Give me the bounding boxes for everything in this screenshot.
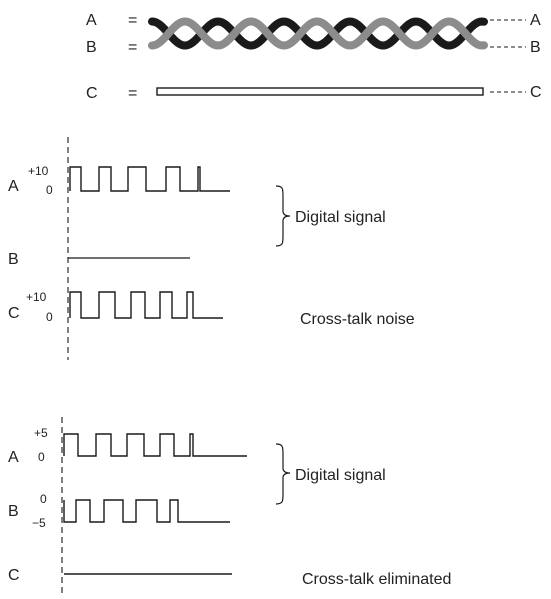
signal-b2-low-level: −5 — [32, 516, 46, 530]
panel-unbalanced: A +10 0 B Digital signal C +10 0 Cross-t… — [8, 137, 415, 360]
digital-signal-brace-2 — [275, 443, 291, 505]
signal-c-waveform — [69, 291, 223, 319]
signal-b-label: B — [8, 251, 19, 268]
wire-a-strand — [148, 17, 488, 50]
signal-c-low-level: 0 — [46, 310, 53, 324]
wire-b-equals: = — [128, 39, 137, 56]
signal-a2-low-level: 0 — [38, 450, 45, 464]
signal-b2-label: B — [8, 503, 19, 520]
signal-a-label: A — [8, 178, 19, 195]
signal-c2-label: C — [8, 567, 20, 584]
signal-c-high-level: +10 — [26, 290, 47, 304]
digital-signal-brace — [275, 185, 291, 247]
signal-b2-waveform — [63, 499, 230, 523]
signal-a2-high-level: +5 — [34, 426, 48, 440]
wire-a-label: A — [86, 12, 97, 29]
digital-signal-caption-2: Digital signal — [295, 467, 386, 484]
signal-b2-high-level: 0 — [40, 492, 47, 506]
wire-a-end-label: A — [530, 12, 541, 29]
signal-c-label: C — [8, 305, 20, 322]
cross-talk-eliminated-caption: Cross-talk eliminated — [302, 571, 451, 588]
wire-c-label: C — [86, 85, 98, 102]
signal-a-low-level: 0 — [46, 183, 53, 197]
digital-signal-caption: Digital signal — [295, 209, 386, 226]
wire-c-equals: = — [128, 85, 137, 102]
signal-a2-waveform — [63, 433, 247, 457]
wire-b-label: B — [86, 39, 97, 56]
cross-talk-noise-caption: Cross-talk noise — [300, 311, 415, 328]
wire-b-end-label: B — [530, 39, 541, 56]
signal-a-high-level: +10 — [28, 164, 49, 178]
wire-c-end-label: C — [530, 84, 542, 101]
signal-a2-label: A — [8, 449, 19, 466]
panel-balanced: A +5 0 B 0 −5 Digital signal C Cross-tal… — [8, 417, 451, 597]
single-conductor — [156, 87, 484, 96]
wire-b-strand — [148, 17, 488, 50]
cable-illustration: A = B = C = A B C — [86, 12, 542, 102]
signal-a-waveform — [69, 166, 230, 192]
twisted-pair — [148, 17, 488, 50]
wire-a-equals: = — [128, 12, 137, 29]
